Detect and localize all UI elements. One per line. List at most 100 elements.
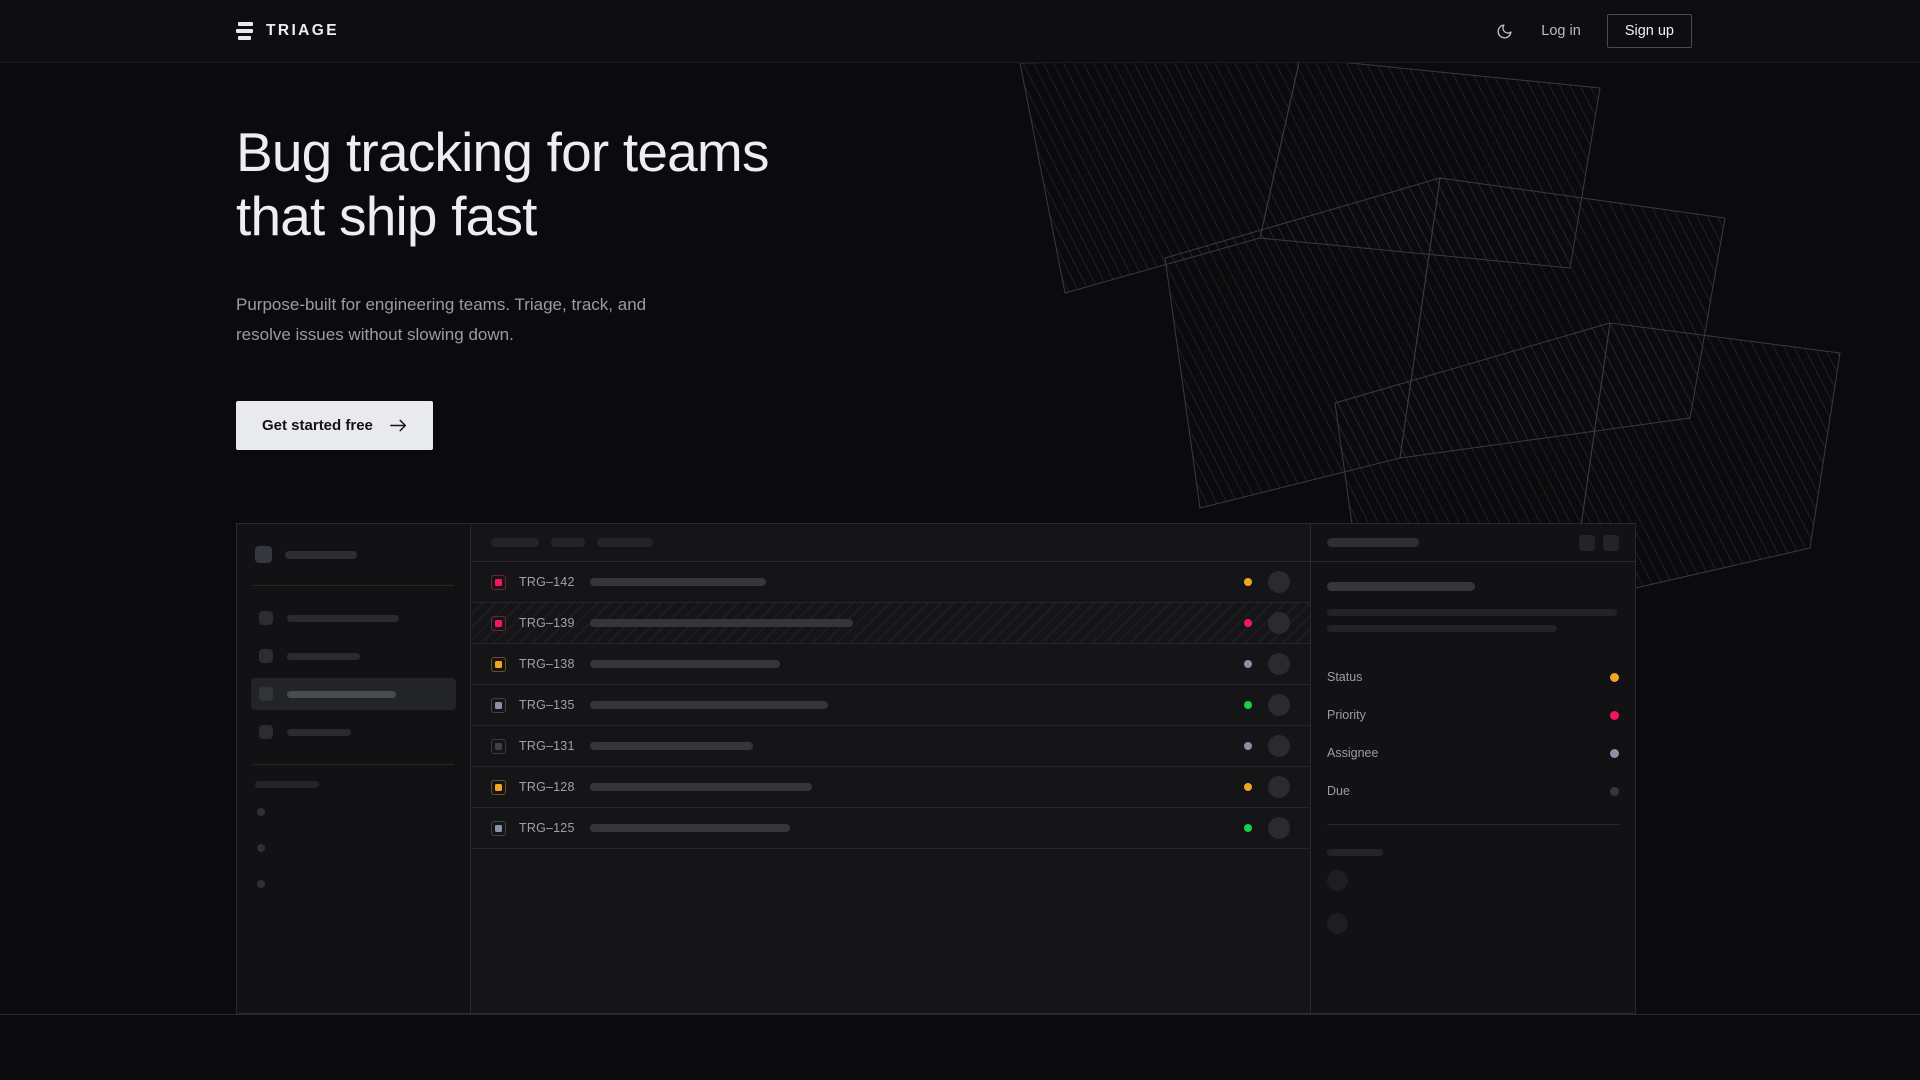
signup-button[interactable]: Sign up	[1606, 14, 1692, 48]
toolbar-control-3[interactable]	[597, 538, 653, 547]
activity-list	[1327, 870, 1619, 934]
page-title: Bug tracking for teams that ship fast	[236, 121, 769, 247]
issue-title-skeleton	[590, 783, 812, 791]
status-badge	[1244, 783, 1252, 791]
row-meta	[1244, 817, 1290, 839]
avatar[interactable]	[1268, 653, 1290, 675]
workspace-name-skeleton	[285, 550, 357, 559]
sidebar-divider-top	[253, 585, 454, 586]
toolbar-control-2[interactable]	[551, 538, 585, 547]
detail-action-1-button[interactable]	[1579, 534, 1595, 551]
sidebar-nav-list	[251, 602, 456, 748]
sidebar-mini-item-2[interactable]	[257, 844, 265, 852]
detail-field-assignee[interactable]: Assignee	[1327, 734, 1619, 772]
priority-swatch	[495, 660, 502, 668]
moon-icon[interactable]	[1493, 20, 1515, 42]
row-meta	[1244, 694, 1290, 716]
sidebar-item-label-skeleton	[287, 652, 360, 660]
priority-indicator-icon	[491, 656, 506, 672]
detail-text-line-2	[1327, 625, 1557, 632]
status-badge	[1244, 742, 1252, 750]
priority-indicator-icon	[491, 820, 506, 836]
table-row[interactable]: TRG–139	[471, 603, 1310, 644]
detail-field-label: Status	[1327, 670, 1363, 684]
priority-swatch	[495, 742, 502, 750]
sidebar-mini-items	[251, 808, 456, 888]
detail-panel-header	[1311, 524, 1635, 562]
hero-subheadline: Purpose-built for engineering teams. Tri…	[236, 295, 647, 344]
table-row[interactable]: TRG–135	[471, 685, 1310, 726]
arrow-right-icon	[390, 419, 406, 432]
table-row[interactable]: TRG–128	[471, 767, 1310, 808]
status-badge	[1244, 619, 1252, 627]
brand-logo[interactable]: TRIAGE	[236, 22, 339, 40]
activity-label-skeleton	[1327, 849, 1383, 856]
avatar[interactable]	[1268, 571, 1290, 593]
issue-id: TRG–128	[519, 780, 575, 794]
priority-indicator-icon	[491, 697, 506, 713]
sidebar-item-2[interactable]	[251, 640, 456, 672]
table-row[interactable]: TRG–131	[471, 726, 1310, 767]
priority-swatch	[495, 824, 502, 832]
activity-avatar-2	[1327, 913, 1348, 934]
workspace-avatar	[255, 546, 272, 563]
detail-field-value-dot	[1610, 748, 1619, 758]
sidebar-item-icon	[259, 611, 273, 625]
sidebar-item-3[interactable]	[251, 678, 456, 710]
table-row[interactable]: TRG–142	[471, 562, 1310, 603]
brand-name: TRIAGE	[266, 22, 339, 39]
detail-header-actions	[1579, 534, 1619, 551]
table-row[interactable]: TRG–138	[471, 644, 1310, 685]
issue-id: TRG–131	[519, 739, 575, 753]
detail-title-skeleton	[1327, 538, 1419, 547]
avatar[interactable]	[1268, 694, 1290, 716]
issue-title-skeleton	[590, 742, 753, 750]
row-meta	[1244, 735, 1290, 757]
sidebar-item-label-skeleton	[287, 728, 351, 736]
issue-title-skeleton	[590, 701, 828, 709]
detail-field-priority[interactable]: Priority	[1327, 696, 1619, 734]
page-bottom-divider	[0, 1014, 1920, 1015]
get-started-button[interactable]: Get started free	[236, 401, 433, 450]
sidebar-item-4[interactable]	[251, 716, 456, 748]
sidebar-mini-item-3[interactable]	[257, 880, 265, 888]
detail-issue-title-skeleton	[1327, 582, 1475, 591]
priority-indicator-icon	[491, 615, 506, 631]
avatar[interactable]	[1268, 817, 1290, 839]
avatar[interactable]	[1268, 735, 1290, 757]
stacked-bars-logo-icon	[236, 22, 253, 40]
sidebar-item-1[interactable]	[251, 602, 456, 634]
detail-field-status[interactable]: Status	[1327, 658, 1619, 696]
workspace-switcher[interactable]	[251, 540, 456, 569]
sidebar-mini-item-1[interactable]	[257, 808, 265, 816]
priority-indicator-icon	[491, 779, 506, 795]
row-meta	[1244, 653, 1290, 675]
hero-section: Bug tracking for teams that ship fast Pu…	[236, 120, 769, 450]
status-badge	[1244, 578, 1252, 586]
issue-list-toolbar	[471, 524, 1310, 562]
detail-field-due[interactable]: Due	[1327, 772, 1619, 810]
table-row[interactable]: TRG–125	[471, 808, 1310, 849]
login-link[interactable]: Log in	[1541, 23, 1581, 39]
priority-swatch	[495, 783, 502, 791]
detail-field-value-dot	[1610, 710, 1619, 720]
status-badge	[1244, 701, 1252, 709]
detail-action-2-button[interactable]	[1603, 534, 1619, 551]
navbar-actions: Log in Sign up	[1493, 14, 1692, 48]
sidebar-item-icon	[259, 649, 273, 663]
detail-divider	[1327, 824, 1619, 825]
row-meta	[1244, 776, 1290, 798]
sidebar-item-label-skeleton	[287, 690, 396, 698]
avatar[interactable]	[1268, 776, 1290, 798]
avatar[interactable]	[1268, 612, 1290, 634]
mockup-sidebar	[237, 524, 471, 1013]
row-meta	[1244, 612, 1290, 634]
sidebar-item-icon	[259, 725, 273, 739]
toolbar-control-1[interactable]	[491, 538, 539, 547]
